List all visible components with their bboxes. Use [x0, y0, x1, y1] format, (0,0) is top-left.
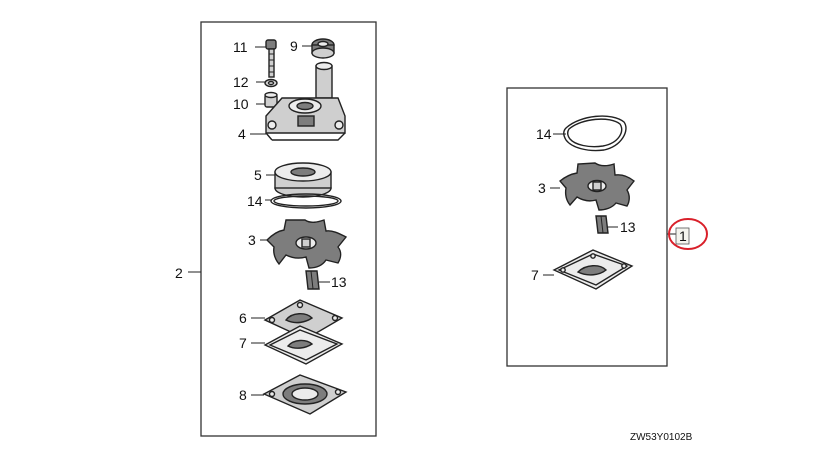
seal-ring-part[interactable] — [270, 193, 342, 209]
impeller-part[interactable] — [266, 219, 348, 269]
left-kit-group: 2 11 9 12 — [175, 21, 377, 437]
key-right-callout: 13 — [620, 219, 636, 235]
gasket-right-part[interactable] — [552, 249, 634, 290]
washer-part[interactable] — [264, 78, 278, 88]
drawing-code: ZW53Y0102B — [630, 432, 693, 443]
gasket-callout: 7 — [239, 335, 247, 351]
gasket-part[interactable] — [263, 325, 344, 365]
impeller-callout: 3 — [248, 232, 256, 248]
seal-ring-right-part[interactable] — [563, 115, 627, 152]
bottom-plate-callout: 8 — [239, 387, 247, 403]
cap-callout: 9 — [290, 38, 298, 54]
impeller-right-part[interactable] — [558, 162, 635, 211]
bottom-plate-part[interactable] — [262, 374, 348, 415]
pump-housing-part[interactable] — [265, 61, 346, 141]
liner-callout: 5 — [254, 167, 262, 183]
key-part[interactable] — [305, 270, 320, 290]
seal-ring-right-callout: 14 — [536, 126, 552, 142]
right-kit-number[interactable]: 1 — [679, 228, 687, 244]
left-kit-number: 2 — [175, 265, 183, 281]
right-kit-label-box — [675, 227, 690, 245]
key-right-part[interactable] — [595, 215, 609, 234]
bolt-callout: 11 — [233, 39, 248, 55]
highlight-circle — [668, 218, 708, 250]
right-kit-frame — [506, 87, 668, 367]
collar-callout: 10 — [233, 96, 249, 112]
plate-callout: 6 — [239, 310, 247, 326]
gasket-right-callout: 7 — [531, 267, 539, 283]
key-callout: 13 — [331, 274, 347, 290]
bolt-part[interactable] — [265, 39, 277, 78]
left-kit-frame — [200, 21, 377, 437]
right-kit-group: 1 14 3 13 — [506, 87, 708, 367]
collar-part[interactable] — [264, 91, 278, 108]
liner-insert-part[interactable] — [274, 162, 332, 198]
cap-part[interactable] — [311, 38, 335, 59]
housing-callout: 4 — [238, 126, 246, 142]
seal-ring-callout: 14 — [247, 193, 263, 209]
impeller-right-callout: 3 — [538, 180, 546, 196]
washer-callout: 12 — [233, 74, 249, 90]
